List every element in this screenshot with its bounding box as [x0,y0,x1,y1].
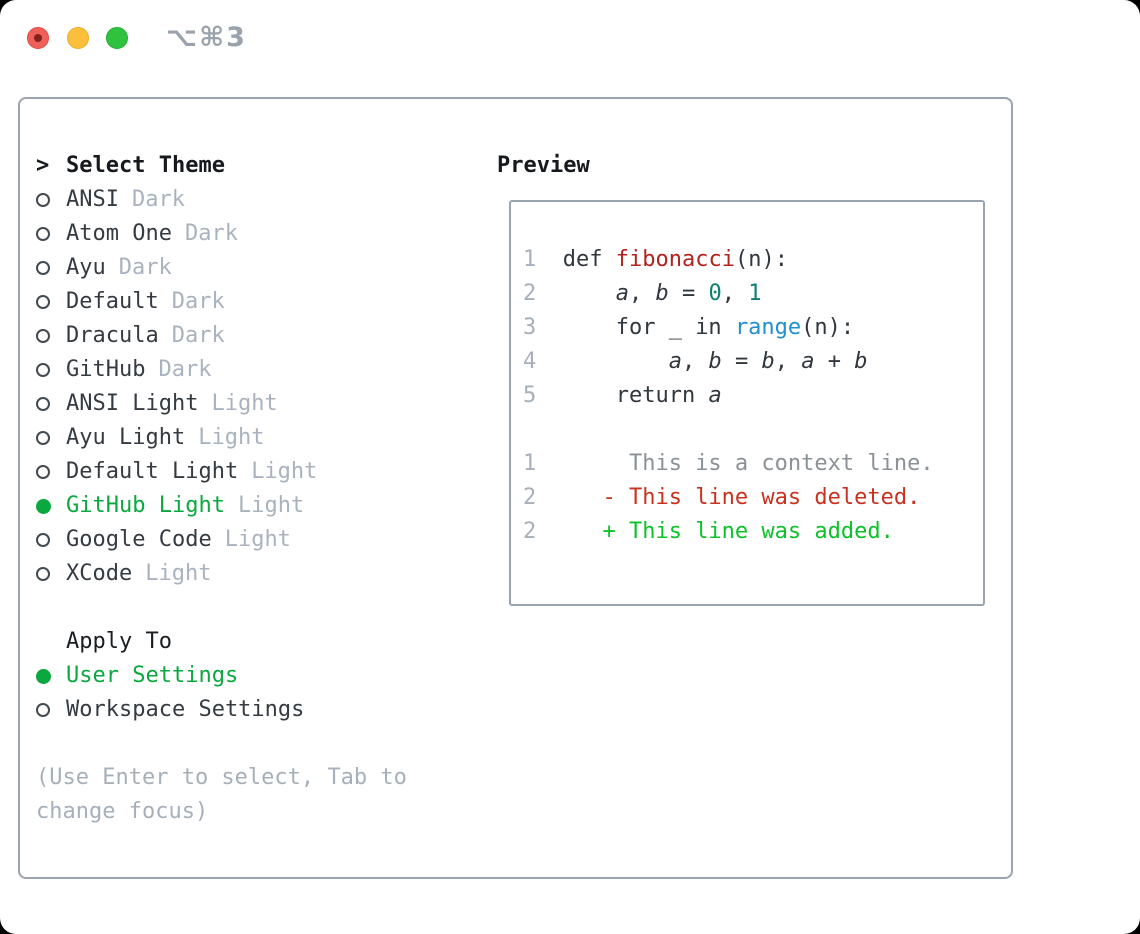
theme-option-ansi-light[interactable]: ANSI Light Light [36,387,407,421]
theme-option-xcode[interactable]: XCode Light [36,557,407,591]
maximize-button[interactable] [106,27,128,49]
option-label: Atom One [66,221,172,246]
option-label: Default Light [66,459,239,484]
option-label: Ayu Light [66,425,186,450]
code-line: 2 a, b = 0, 1 [523,281,762,306]
radio-icon [36,567,66,581]
radio-icon [36,329,66,343]
variant-tag: Light [145,561,212,586]
preview-title: Preview [497,153,590,178]
option-label: Google Code [66,527,212,552]
option-label: GitHub [66,357,146,382]
minimize-button[interactable] [67,27,89,49]
theme-option-github-light[interactable]: GitHub Light Light [36,489,407,523]
code-line: 2 - This line was deleted. [523,485,921,510]
window-titlebar: ⌥⌘3 [0,0,1140,76]
option-label: Ayu [66,255,106,280]
theme-option-default-light[interactable]: Default Light Light [36,455,407,489]
theme-option-ansi[interactable]: ANSI Dark [36,183,407,217]
radio-selected-icon [36,668,66,684]
code-line [523,413,983,447]
code-line: 1 def fibonacci(n): [523,247,788,272]
option-label: Default [66,289,159,314]
variant-tag: Dark [171,289,225,314]
variant-tag: Light [224,527,291,552]
variant-tag: Light [198,425,265,450]
radio-icon [36,465,66,479]
theme-option-google-code[interactable]: Google Code Light [36,523,407,557]
option-label: ANSI Light [66,391,199,416]
radio-icon [36,397,66,411]
select-theme-title: Select Theme [66,153,225,178]
option-label: ANSI [66,187,119,212]
unsaved-indicator-dot [34,34,42,42]
spacer [36,727,407,761]
radio-icon [36,261,66,275]
apply-to-title: Apply To [66,629,172,654]
spacer [36,591,407,625]
theme-option-default[interactable]: Default Dark [36,285,407,319]
code-line: 5 return a [523,383,722,408]
theme-option-ayu[interactable]: Ayu Dark [36,251,407,285]
variant-tag: Light [211,391,278,416]
select-theme-header-row: > Select Theme [36,149,407,183]
option-label: User Settings [66,663,239,688]
preview-pane: 1 def fibonacci(n): 2 a, b = 0, 1 3 for _ … [509,200,985,606]
prompt-caret-icon: > [36,153,50,178]
preview-code-block: 1 def fibonacci(n): 2 a, b = 0, 1 3 for _ … [511,202,983,549]
apply-option-user-settings[interactable]: User Settings [36,659,407,693]
variant-tag: Dark [171,323,225,348]
code-line: 3 for _ in range(n): [523,315,855,340]
variant-tag: Dark [118,255,172,280]
radio-icon [36,431,66,445]
variant-tag: Dark [131,187,185,212]
code-line: 4 a, b = b, a + b [523,349,868,374]
help-text-line-1: (Use Enter to select, Tab to [36,765,407,790]
theme-option-ayu-light[interactable]: Ayu Light Light [36,421,407,455]
code-line: 2 + This line was added. [523,519,894,544]
radio-icon [36,193,66,207]
variant-tag: Dark [158,357,212,382]
theme-option-github[interactable]: GitHub Dark [36,353,407,387]
window-shortcut-hint: ⌥⌘3 [166,22,247,53]
option-label: Dracula [66,323,159,348]
close-button[interactable] [27,27,49,49]
code-line: 1 This is a context line. [523,451,934,476]
radio-selected-icon [36,498,66,514]
radio-icon [36,363,66,377]
apply-to-header-row: Apply To [36,625,407,659]
radio-icon [36,533,66,547]
help-text-line-2: change focus) [36,799,209,824]
option-label: XCode [66,561,133,586]
radio-icon [36,227,66,241]
apply-option-workspace-settings[interactable]: Workspace Settings [36,693,407,727]
variant-tag: Dark [184,221,238,246]
option-label: GitHub Light [66,493,225,518]
option-label: Workspace Settings [66,697,305,722]
theme-option-atom-one[interactable]: Atom One Dark [36,217,407,251]
variant-tag: Light [237,493,305,518]
radio-icon [36,295,66,309]
variant-tag: Light [251,459,318,484]
radio-icon [36,703,66,717]
theme-option-dracula[interactable]: Dracula Dark [36,319,407,353]
